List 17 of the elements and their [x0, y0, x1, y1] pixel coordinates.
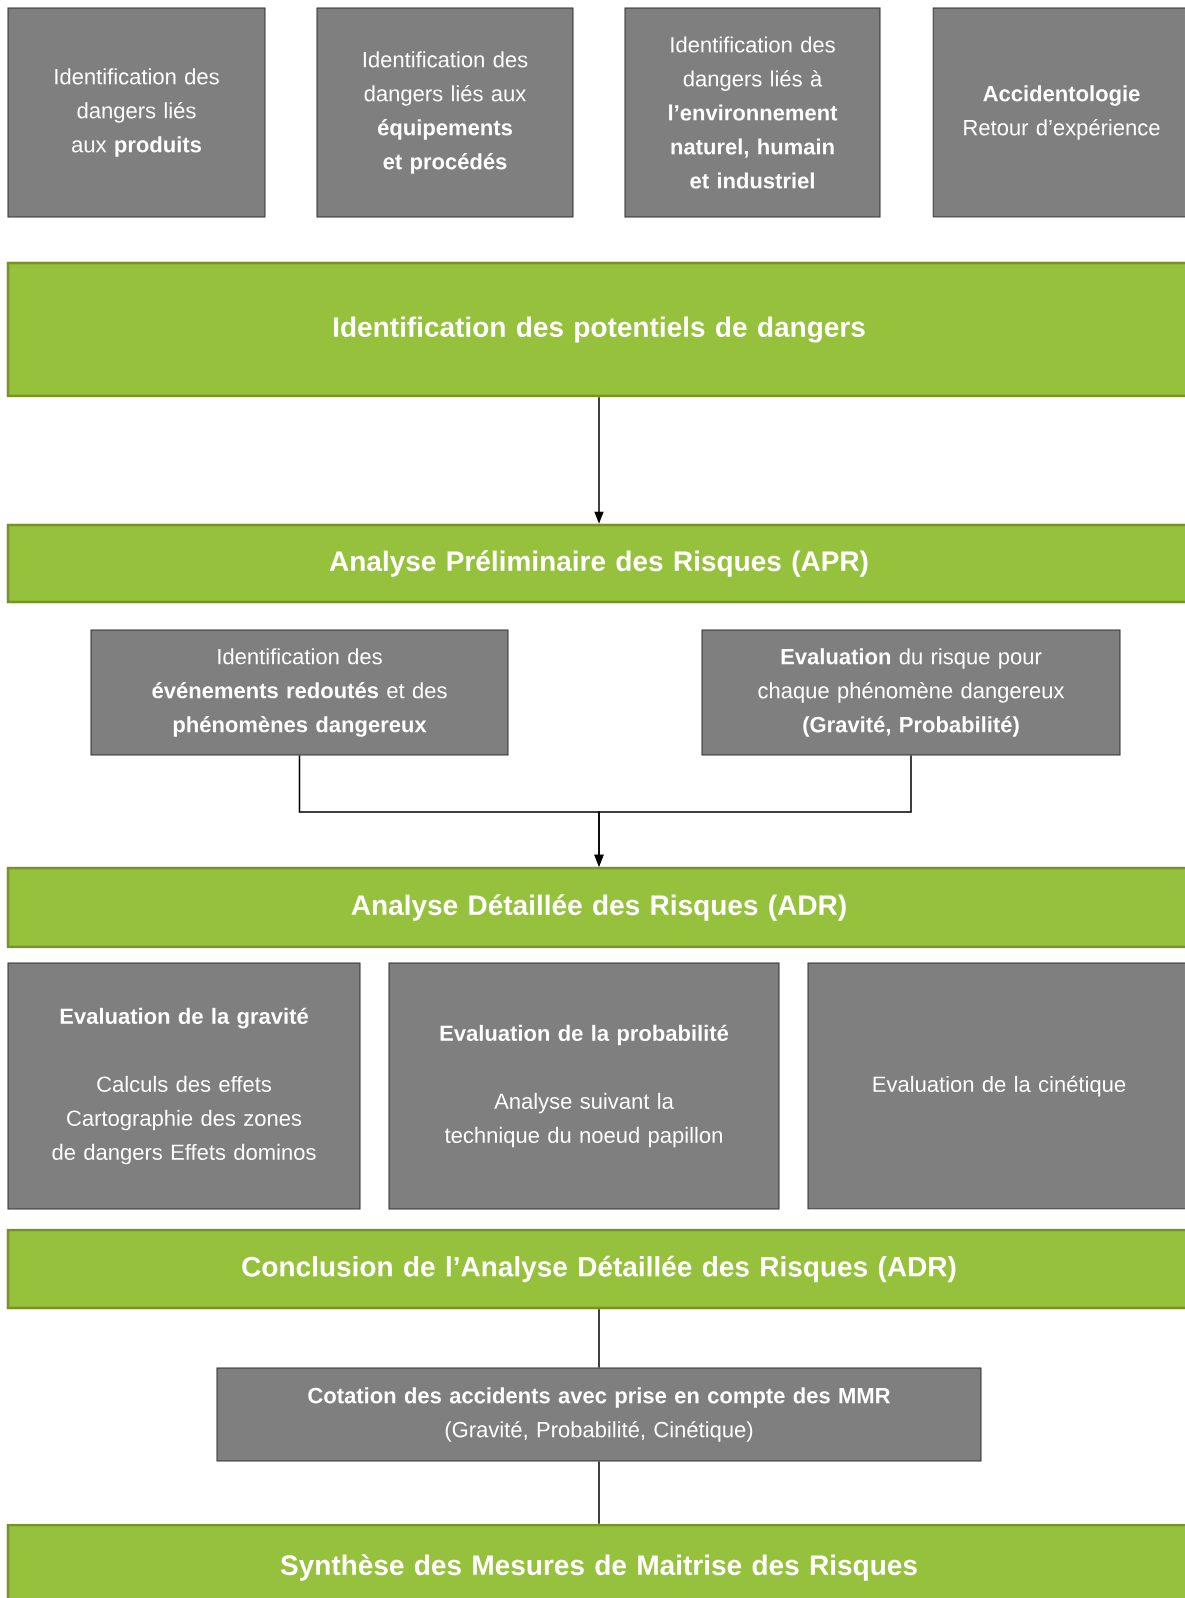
stage-banner: Identification des potentiels de dangers	[6, 261, 1185, 398]
process-box: Evaluation de la gravité Calculs des effets Cartographie des zones de dangers Effets dominos	[7, 962, 361, 1210]
process-box: Identification des dangers liés aux équipements et procédés	[316, 7, 574, 218]
process-box: Evaluation du risque pour chaque phénomène dangereux (Gravité, Probabilité)	[701, 629, 1121, 756]
process-box: Identification des dangers liés aux produits	[7, 7, 266, 218]
process-box: Identification des dangers liés à l’environnement naturel, humain et industriel	[624, 7, 881, 218]
connector-line	[598, 1308, 600, 1369]
stage-banner: Synthèse des Mesures de Maitrise des Risques	[6, 1523, 1185, 1598]
process-box: Evaluation de la cinétique	[807, 962, 1185, 1210]
stage-banner: Conclusion de l’Analyse Détaillée des Risques (ADR)	[6, 1228, 1185, 1310]
connector-line	[598, 1460, 600, 1525]
stage-banner: Analyse Préliminaire des Risques (APR)	[6, 523, 1185, 604]
process-box: Accidentologie Retour d’expérience	[932, 7, 1185, 218]
stage-banner: Analyse Détaillée des Risques (ADR)	[6, 866, 1185, 949]
process-box: Cotation des accidents avec prise en compte des MMR (Gravité, Probabilité, Cinétique)	[216, 1367, 982, 1462]
process-box: Evaluation de la probabilité Analyse suivant la technique du noeud papillon	[388, 962, 780, 1210]
process-box: Identification des événements redoutés et des phénomènes dangereux	[90, 629, 509, 756]
